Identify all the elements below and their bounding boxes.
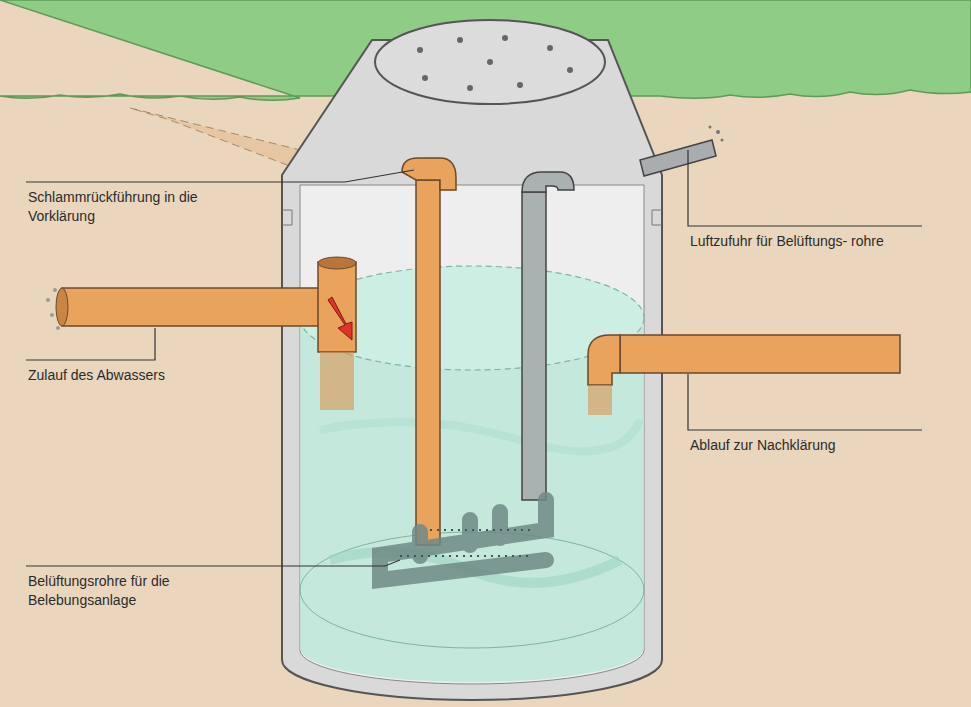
part-label: Belüftungsrohre für die Belebungsanlage [28,572,268,610]
part-label: Luftzufuhr für Belüftungs- rohre [690,232,895,251]
part-label: Schlammrückführung in die Vorklärung [28,188,258,226]
part-label: Ablauf zur Nachklärung [690,436,930,455]
part-label: Zulauf des Abwassers [28,366,228,385]
